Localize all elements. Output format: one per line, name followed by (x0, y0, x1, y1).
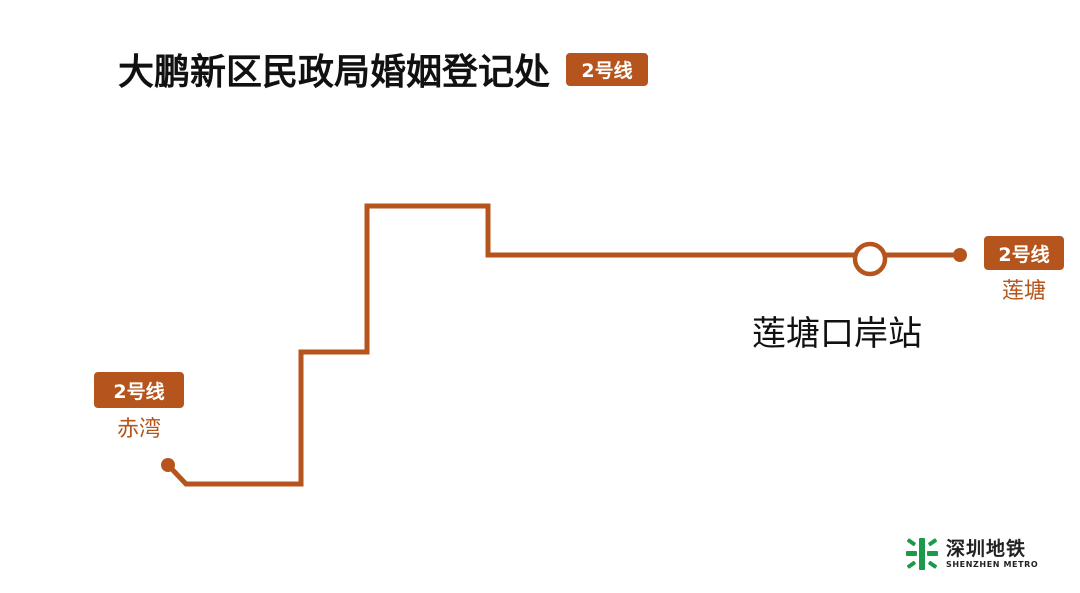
logo-en-text: SHENZHEN METRO (946, 560, 1039, 569)
terminal-west[interactable]: 2号线 赤湾 (94, 372, 184, 443)
terminal-dot-east (953, 248, 967, 262)
terminal-east-name: 莲塘 (1001, 279, 1046, 304)
terminal-east[interactable]: 2号线 莲塘 (984, 236, 1064, 305)
line-2-route (166, 203, 870, 487)
terminal-west-badge: 2号线 (94, 372, 184, 408)
shenzhen-metro-logo: 深圳地铁 SHENZHEN METRO (904, 536, 1038, 572)
terminal-east-badge: 2号线 (984, 236, 1064, 270)
logo-text: 深圳地铁 SHENZHEN METRO (946, 538, 1038, 570)
logo-cn-text: 深圳地铁 (946, 538, 1027, 560)
terminal-west-name: 赤湾 (116, 417, 161, 442)
station-label: 莲塘口岸站 (752, 314, 922, 354)
station-marker-liantang-port[interactable] (852, 241, 888, 277)
metro-logo-icon (906, 538, 938, 570)
line-badge: 2号线 (566, 52, 649, 86)
terminal-dot-west (161, 458, 175, 472)
title-row: 大鹏新区民政局婚姻登记处 2号线 (118, 44, 649, 94)
page-title: 大鹏新区民政局婚姻登记处 (118, 52, 551, 93)
